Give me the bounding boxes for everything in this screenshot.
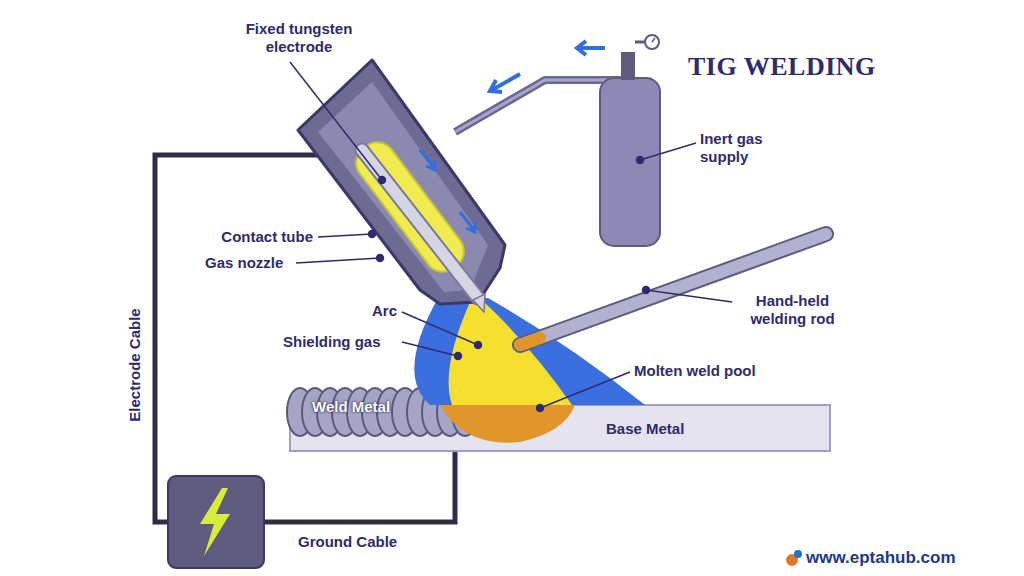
part-label: Shielding gas	[283, 333, 399, 351]
electrode-edge	[362, 150, 478, 298]
pressure-gauge	[645, 35, 659, 49]
filler-rod-tip	[520, 338, 540, 345]
power-source	[168, 476, 264, 568]
part-label: Weld Metal	[312, 398, 422, 416]
gas-nozzle	[298, 60, 505, 304]
part-label: Hand-held welding rod	[735, 292, 850, 328]
tungsten-electrode	[362, 150, 478, 298]
weld-pool	[440, 405, 575, 443]
part-label: Gas nozzle	[205, 254, 295, 272]
part-label: Molten weld pool	[634, 362, 784, 380]
part-label: Inert gas supply	[700, 130, 790, 166]
gas-flow-arrows	[490, 41, 605, 92]
electrode-tip	[473, 294, 485, 312]
torch-flow-arrows	[420, 150, 475, 232]
gas-cylinder	[600, 78, 660, 246]
logo	[786, 550, 802, 566]
leader-lines	[290, 62, 732, 412]
lightning-symbol	[200, 488, 230, 556]
watermark: www.eptahub.com	[806, 549, 1016, 567]
cable-label: Electrode Cable	[126, 290, 144, 440]
cable-label: Ground Cable	[298, 533, 428, 551]
part-label: Base Metal	[606, 420, 716, 438]
diagram-title: TIG WELDING	[688, 52, 876, 82]
filler-rod	[520, 234, 826, 345]
part-label: Contact tube	[195, 228, 313, 246]
cylinder-valve	[621, 52, 635, 80]
arc	[449, 302, 572, 405]
part-label: Fixed tungsten electrode	[232, 20, 366, 56]
ground-cable	[262, 445, 455, 522]
filler-rod-edge	[520, 234, 826, 345]
part-label: Arc	[372, 302, 412, 320]
